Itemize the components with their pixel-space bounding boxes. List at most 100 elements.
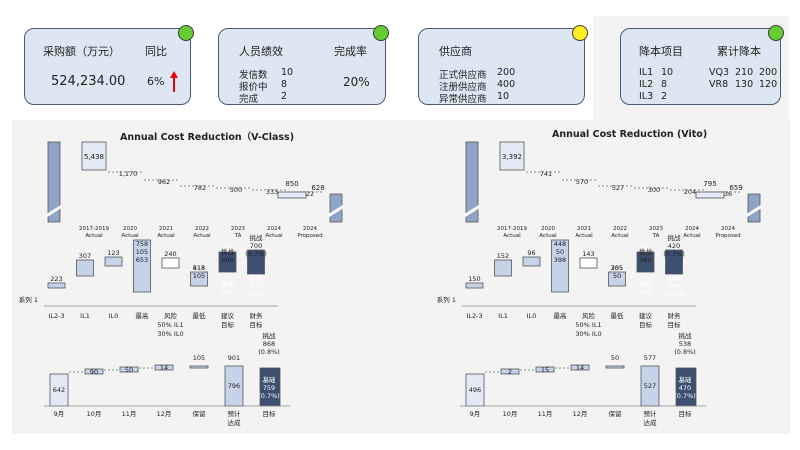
waterfall-bar	[161, 257, 180, 269]
data-label: 240	[164, 250, 176, 258]
axis-tick-label: 10月	[503, 410, 518, 418]
data-label: 90	[90, 368, 98, 376]
data-label: 527	[644, 382, 656, 390]
axis-tick-label: 预计达成	[228, 409, 242, 427]
data-label: 527	[612, 184, 624, 192]
data-label: 50	[125, 366, 133, 374]
data-label: 642	[53, 386, 65, 394]
data-label: 305	[611, 264, 623, 272]
data-label: 5,438	[84, 153, 104, 161]
project-code: IL3	[639, 91, 654, 102]
status-dot	[178, 25, 194, 41]
waterfall-bar	[76, 259, 94, 277]
model-value: 200	[759, 67, 778, 78]
data-label: 796	[228, 382, 240, 390]
yoy-value: 6%	[147, 75, 165, 88]
waterfall-bar	[605, 365, 625, 369]
waterfall-step-bar	[277, 191, 307, 199]
row-label: 发信数	[239, 70, 268, 81]
staff-label: 人员绩效	[239, 45, 283, 58]
data-label: 223	[50, 275, 62, 283]
row-label: 报价中	[239, 82, 268, 93]
data-label: 659	[729, 184, 742, 192]
axis-tick-label: 保留	[193, 409, 206, 418]
status-dot	[373, 25, 389, 41]
data-label: 136	[720, 190, 732, 198]
data-label: 782	[194, 184, 206, 192]
data-label: 496	[469, 386, 481, 394]
status-dot	[768, 25, 784, 41]
data-label: 50	[613, 272, 621, 280]
waterfall-bar	[494, 259, 512, 277]
cost-project-label: 降本项目	[639, 45, 683, 58]
data-label: 14	[576, 364, 584, 372]
waterfall-bar	[535, 366, 555, 373]
status-dot	[572, 25, 588, 41]
waterfall-bar	[608, 271, 626, 287]
row-value: 10	[281, 67, 294, 78]
data-label: 741	[540, 170, 552, 178]
axis-tick-label: IL1	[80, 312, 90, 320]
rate-value: 20%	[343, 75, 370, 89]
axis-tick-label: IL1	[498, 312, 508, 320]
row-value: 2	[281, 91, 288, 102]
data-label: 50	[556, 248, 564, 256]
data-label: 15	[541, 366, 549, 374]
chart-title-vclass: Annual Cost Reduction（V-Class)	[120, 132, 295, 143]
axis-tick-label: 建议目标	[639, 311, 653, 329]
waterfall-step-bar	[499, 141, 525, 171]
waterfall-bar	[189, 365, 209, 369]
row-value: 200	[497, 67, 516, 78]
series-label: 系列 1	[437, 295, 456, 304]
data-label: 2	[508, 368, 512, 376]
model-value: 120	[759, 79, 778, 90]
data-label: 105	[193, 272, 205, 280]
waterfall-step-bar	[81, 141, 107, 171]
axis-tick-label: 12月	[157, 410, 172, 418]
waterfall-start-bar	[465, 141, 479, 223]
waterfall-bar	[247, 249, 265, 275]
data-label: 360	[668, 242, 680, 250]
data-label: 143	[582, 250, 594, 258]
yoy-label: 同比	[145, 45, 167, 58]
data-label: 307	[79, 252, 91, 260]
data-label: 50	[611, 354, 619, 362]
axis-break	[745, 204, 763, 218]
model-value: 210	[735, 67, 754, 78]
axis-tick-label: 最高	[554, 311, 568, 320]
waterfall-bar	[500, 368, 520, 375]
data-label: 850	[285, 180, 298, 188]
axis-tick-label: 最低	[611, 311, 625, 320]
model-code: VR8	[709, 79, 729, 90]
data-label: 300	[639, 244, 651, 252]
axis-tick-label: 建议目标	[221, 311, 235, 329]
waterfall-bar	[190, 271, 208, 287]
purchase-value: 524,234.00	[51, 74, 126, 89]
row-label: 完成	[239, 94, 259, 105]
data-label: 14	[160, 364, 168, 372]
data-label: 1,170	[119, 170, 138, 178]
